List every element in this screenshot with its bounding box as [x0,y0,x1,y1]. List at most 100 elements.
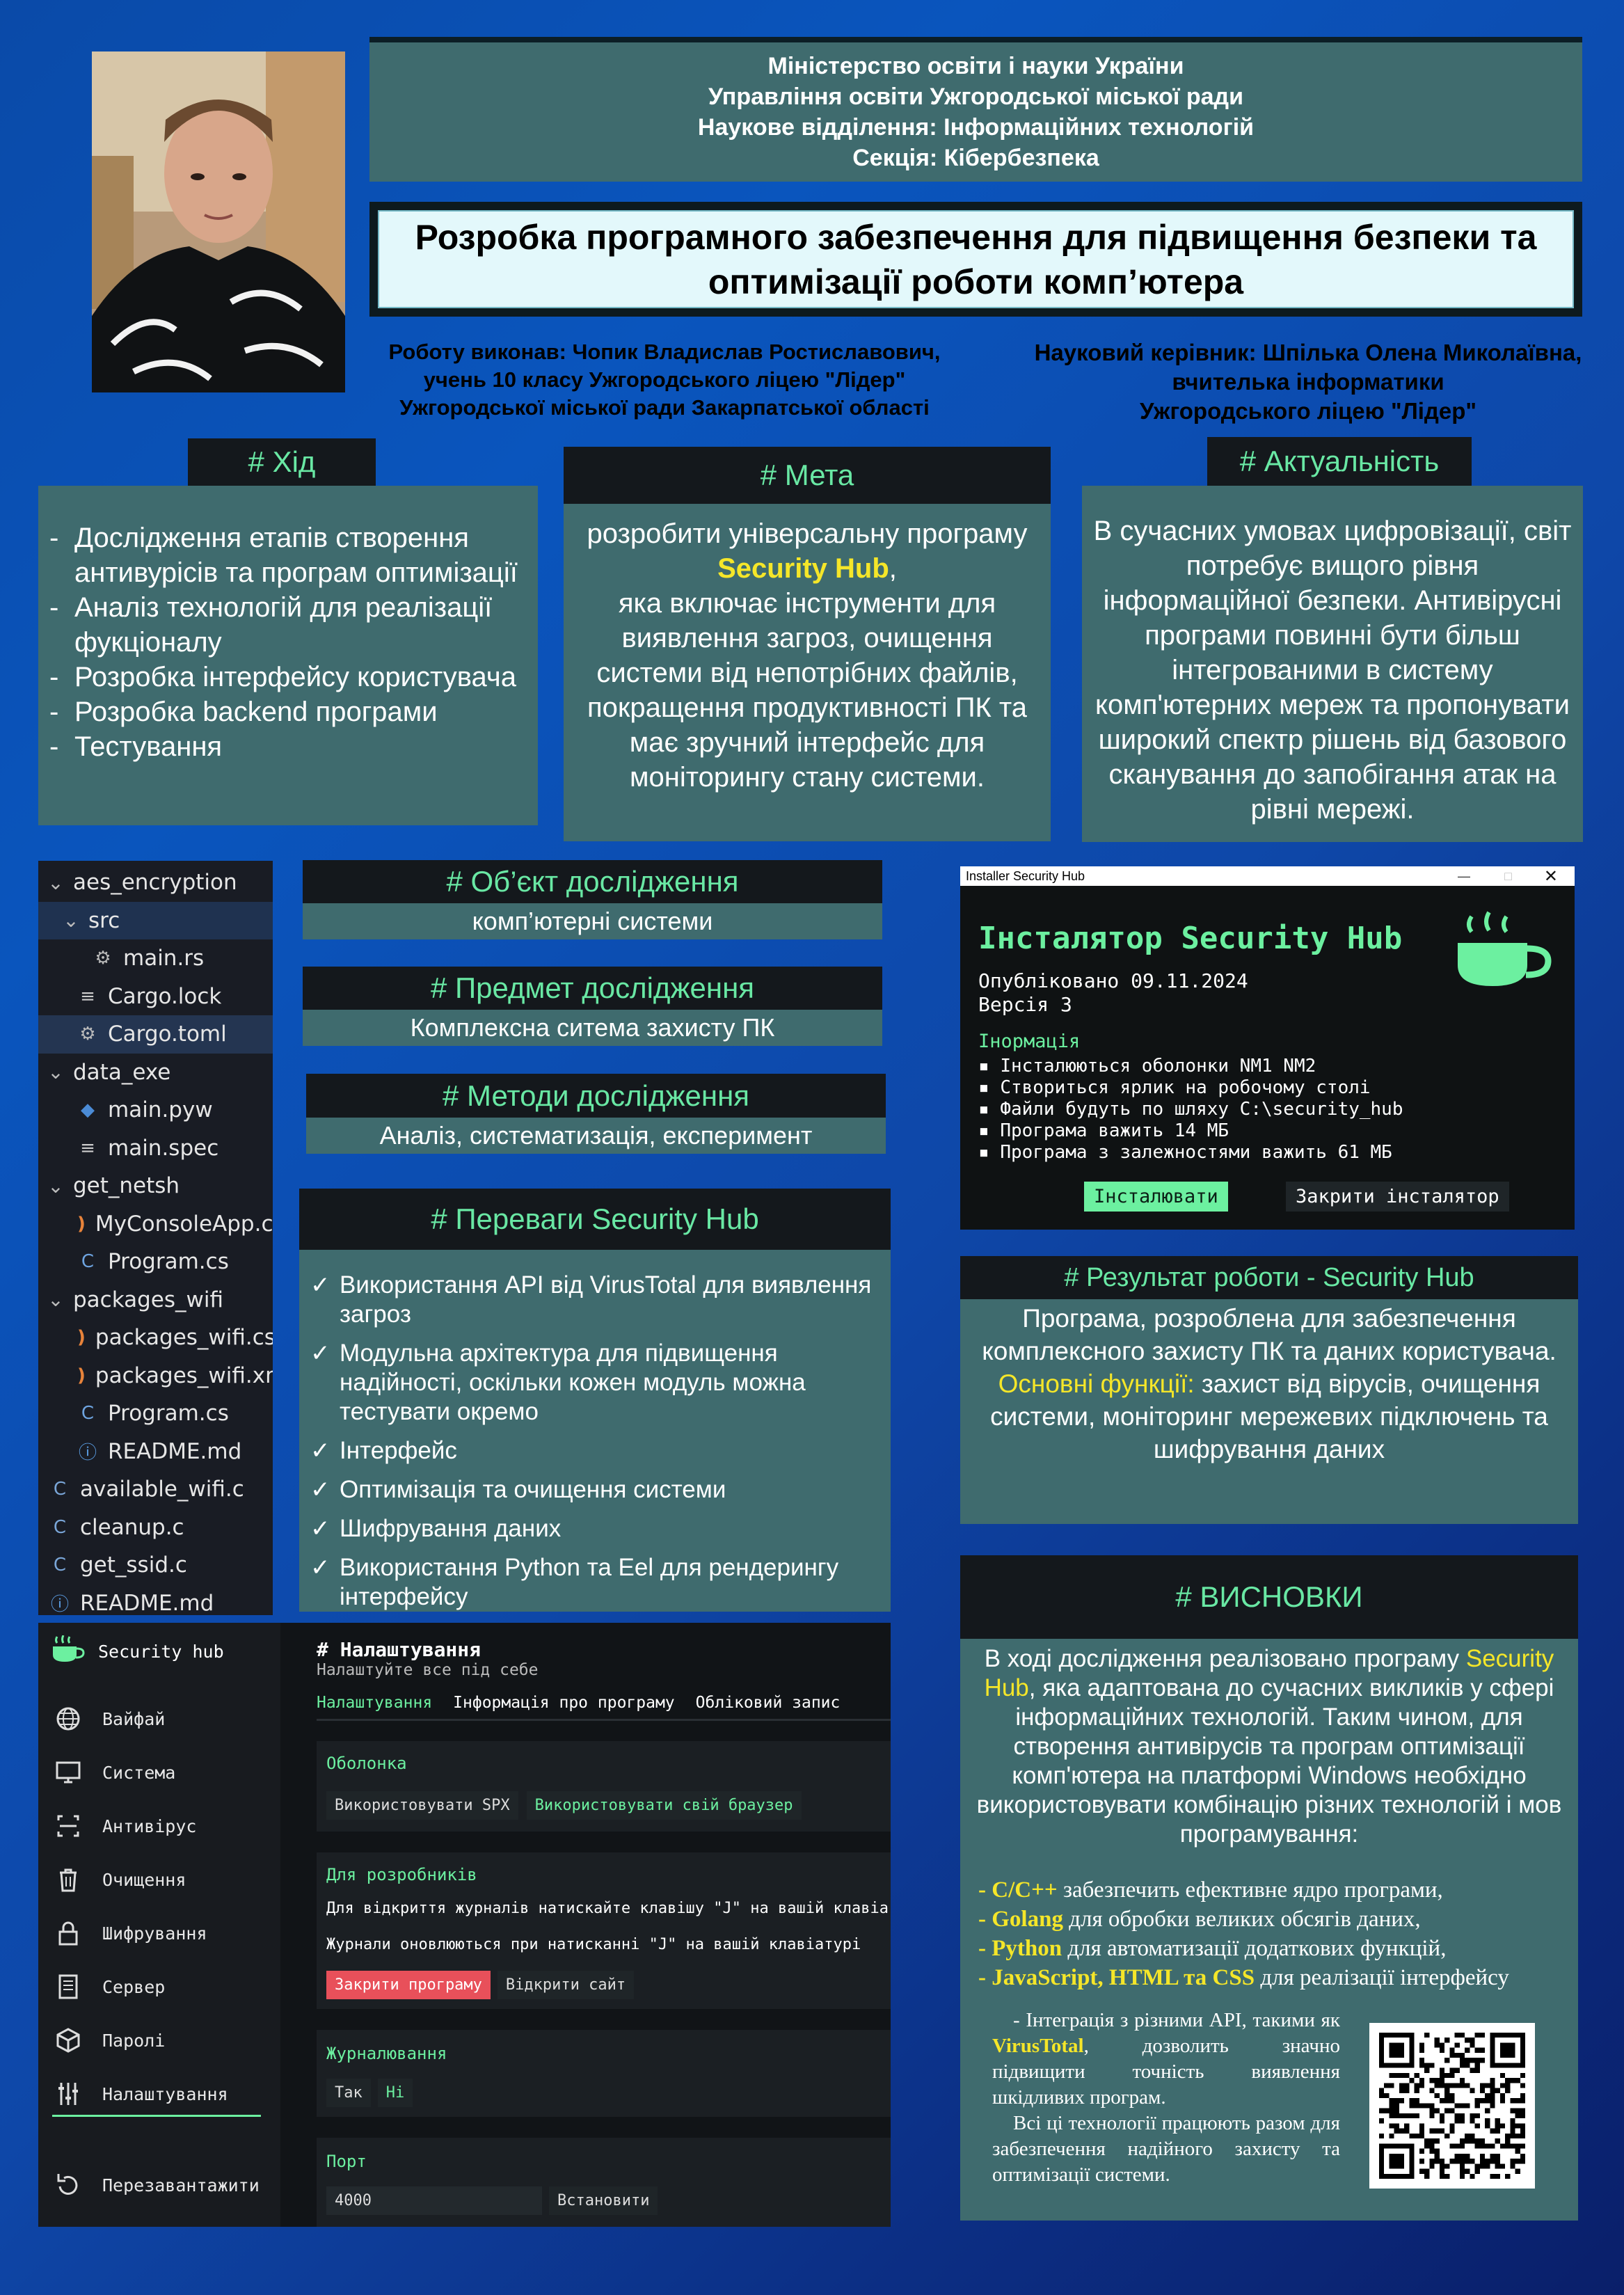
goal-line: розробити універсальну програму [587,518,1028,549]
file-explorer[interactable]: ⌄aes_encryption⌄src⚙main.rs≡Cargo.lock⚙C… [38,861,273,1616]
logging-no-button[interactable]: Ні [377,2079,413,2107]
csharp-icon: C [81,1251,95,1273]
nav-label: Паролі [102,2030,166,2051]
tree-folder[interactable]: ⌄src [38,901,273,939]
tree-file[interactable]: ⚙main.rs [38,939,273,978]
page-subtitle: Налаштуйте все під себе [317,1661,539,1679]
reload-button[interactable]: Перезавантажити [52,2169,260,2201]
nav-item[interactable]: Сервер [52,1971,165,2003]
c-icon: C [53,1516,67,1538]
tree-label: get_ssid.c [80,1552,187,1578]
tab-about[interactable]: Інформація про програму [453,1694,675,1712]
rss-icon: ) [77,1365,86,1386]
close-installer-button[interactable]: Закрити інсталятор [1286,1182,1509,1212]
rss-icon: ) [77,1327,86,1349]
tree-label: README.md [108,1438,242,1464]
info-icon: ⓘ [78,1443,97,1464]
tree-label: main.pyw [108,1097,213,1123]
nav-label: Антивірус [102,1816,197,1836]
port-input[interactable]: 4000 [326,2186,542,2215]
tree-label: README.md [80,1590,214,1616]
languages-list: - C/C++ забезпечить ефективне ядро прогр… [978,1875,1563,1992]
author-photo [92,51,345,392]
tree-file[interactable]: )MyConsoleApp.csproj [38,1205,273,1244]
info-text: Програма важить 14 МБ [1000,1120,1229,1141]
subject-value: Комплексна ситема захисту ПК [303,1010,882,1046]
object-title: # Об’єкт дослідження [303,860,882,903]
nav-item[interactable]: Антивірус [52,1810,196,1842]
tree-folder[interactable]: ⌄packages_wifi [38,1281,273,1319]
conclusions-section: В ході дослідження реалізовано програму … [960,1639,1578,2221]
tree-file[interactable]: )packages_wifi.xml [38,1357,273,1395]
tree-file[interactable]: ⓘ README.md [38,1433,273,1471]
tree-folder[interactable]: ⌄aes_encryption [38,864,273,902]
dev-card: Для розробників Для відкриття журналів н… [317,1852,891,2009]
chevron-down-icon[interactable]: ⌄ [47,1288,64,1312]
close-program-button[interactable]: Закрити програму [326,1971,491,1999]
sliders-icon [52,2078,84,2110]
poster-title: Розробка програмного забезпечення для пі… [378,210,1574,308]
poster-title-frame: Розробка програмного забезпечення для пі… [369,202,1582,317]
shell-label: Оболонка [326,1754,407,1773]
methods-value: Аналіз, систематизація, експеримент [306,1118,886,1154]
language-item: - Python для автоматизації додаткових фу… [978,1934,1563,1963]
tree-folder[interactable]: ⌄data_exe [38,1054,273,1092]
install-button[interactable]: Інсталювати [1084,1182,1228,1212]
language-text: для автоматизації додаткових функцій, [1062,1936,1447,1961]
use-browser-button[interactable]: Використовувати свій браузер [526,1791,802,1820]
csharp-icon: C [81,1403,95,1424]
app-brand[interactable]: Security hub [51,1635,224,1667]
tabs-divider [317,1719,891,1721]
functions-text: захист від вірусів, очищення системи, мо… [990,1369,1548,1463]
cube-icon [52,2024,84,2056]
tree-file[interactable]: ≡main.spec [38,1129,273,1168]
nav-item[interactable]: Очищення [52,1864,186,1896]
tree-file[interactable]: ◆main.pyw [38,1091,273,1129]
chevron-down-icon[interactable]: ⌄ [47,871,64,894]
author-info: Роботу виконав: Чопик Владислав Ростисла… [351,338,978,422]
nav-item[interactable]: Вайфай [52,1703,165,1735]
tab-settings[interactable]: Налаштування [317,1694,433,1712]
minimize-icon[interactable]: — [1458,868,1470,883]
tree-file[interactable]: ≡Cargo.lock [38,978,273,1016]
info-label: Інормація [978,1031,1081,1052]
qr-code[interactable] [1369,2023,1535,2189]
open-site-button[interactable]: Відкрити сайт [497,1971,635,1999]
tree-label: packages_wifi.csproj [95,1325,273,1351]
version-label: Версія 3 [978,993,1072,1016]
chevron-down-icon[interactable]: ⌄ [47,1061,64,1084]
nav-label: Система [102,1762,176,1783]
set-port-button[interactable]: Встановити [549,2186,658,2215]
chevron-down-icon[interactable]: ⌄ [47,1174,64,1198]
tree-file[interactable]: ⚙Cargo.toml [38,1015,273,1054]
title-line-1: Розробка програмного забезпечення для пі… [415,217,1537,257]
installer-info-list: ▪ Інсталюються оболонки NM1 NM2 ▪ Створи… [978,1056,1403,1164]
use-spx-button[interactable]: Використовувати SPX [326,1791,518,1820]
nav-item[interactable]: Паролі [52,2024,165,2056]
chevron-down-icon[interactable]: ⌄ [63,909,79,932]
language-name: Python [992,1936,1062,1961]
advantages-title: # Переваги Security Hub [299,1189,891,1250]
nav-item[interactable]: Система [52,1756,175,1788]
nav-item[interactable]: Шифрування [52,1917,207,1949]
nav-item[interactable]: Налаштування [52,2078,228,2110]
maximize-icon[interactable]: □ [1504,868,1512,883]
author-line: Роботу виконав: Чопик Владислав Ростисла… [388,340,941,364]
tab-account[interactable]: Обліковий запис [695,1694,841,1712]
tree-file[interactable]: ) packages_wifi.csproj [38,1319,273,1357]
tree-folder[interactable]: ⌄get_netsh [38,1167,273,1205]
close-icon[interactable]: ✕ [1543,866,1558,886]
logging-yes-button[interactable]: Так [326,2079,371,2107]
product-name: Security Hub [984,1645,1554,1701]
info-text: Файли будуть по шляху C:\security_hub [1000,1099,1403,1120]
language-text: для обробки великих обсягів даних, [1062,1907,1421,1932]
lines-icon: ≡ [80,985,95,1007]
functions-label: Основні функції: [998,1369,1195,1398]
virustotal-name: VirusTotal [992,2035,1084,2057]
